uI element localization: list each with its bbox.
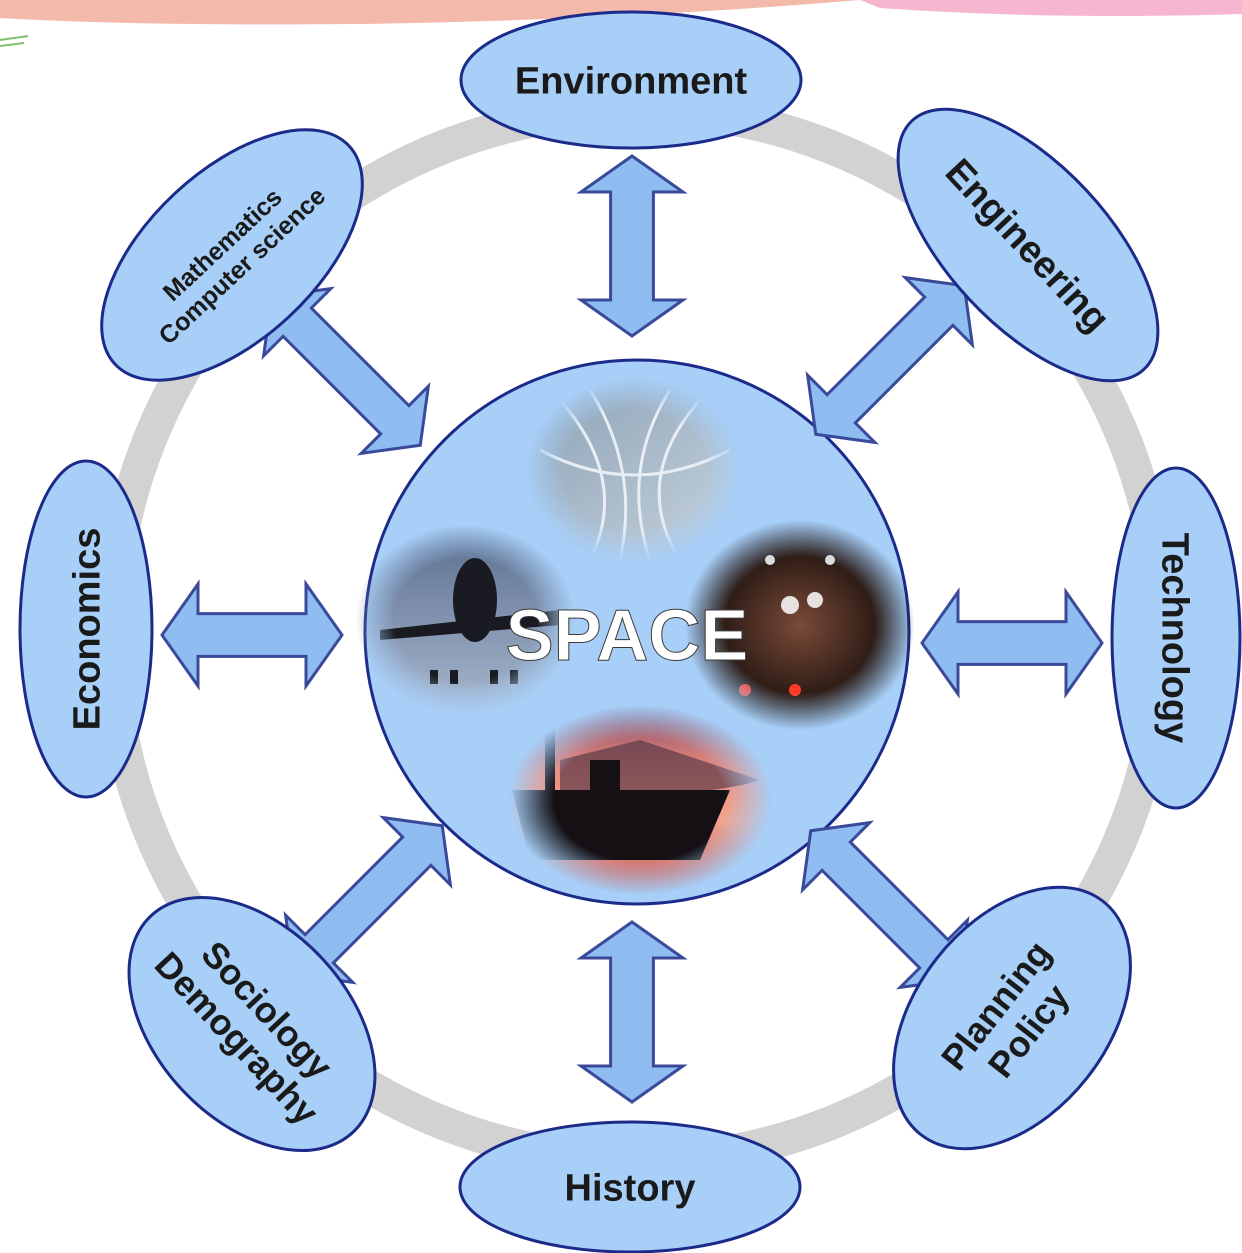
arrow-sociology (283, 815, 453, 985)
photo-traffic-night (685, 520, 915, 730)
node-economics: Economics (18, 459, 154, 799)
arrow-history (576, 920, 688, 1104)
node-environment-label-1: Environment (515, 60, 748, 102)
arrow-environment (576, 154, 688, 338)
node-technology: Technology (1110, 466, 1242, 810)
node-environment: Environment (459, 10, 803, 150)
arrow-technology (920, 587, 1104, 699)
photo-ship-sunset (508, 705, 772, 895)
node-sociology-ellipse (127, 895, 377, 1153)
node-technology-ellipse (1110, 466, 1242, 810)
node-planning-ellipse (892, 885, 1132, 1151)
nodes-group: EnvironmentEngineeringTechnologyPlanning… (18, 10, 1242, 1253)
top-decorative-band (0, 0, 1242, 47)
photo-power-lines (526, 378, 742, 562)
arrow-mathematics (261, 286, 431, 456)
node-technology-label-1: Technology (1154, 533, 1196, 743)
node-engineering-ellipse (896, 107, 1160, 383)
photo-airplane (355, 525, 575, 715)
arrow-economics (160, 579, 344, 691)
node-economics-ellipse (18, 459, 154, 799)
node-environment-ellipse (459, 10, 803, 150)
center-label: SPACE (506, 596, 749, 676)
node-mathematics-ellipse (100, 128, 364, 382)
node-history-ellipse (458, 1120, 802, 1253)
node-history-label-1: History (565, 1167, 696, 1209)
arrows-group (160, 154, 1104, 1104)
node-history: History (458, 1120, 802, 1253)
node-economics-label-1: Economics (66, 528, 108, 731)
